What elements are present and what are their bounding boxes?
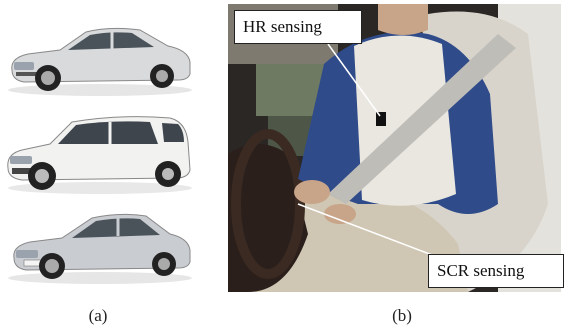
car-suv-middle: [7, 116, 192, 194]
caption-a: (a): [88, 306, 108, 325]
car-sedan-bottom: [8, 213, 192, 284]
hr-sensing-label: HR sensing: [234, 10, 362, 44]
callout-lines: [297, 43, 441, 259]
panel-a: [0, 0, 220, 300]
driver-photo: [228, 4, 561, 292]
scr-sensing-label: SCR sensing: [428, 254, 564, 288]
caption-b: (b): [392, 306, 412, 325]
car-sedan-top: [8, 27, 192, 96]
panel-b-photo: [228, 4, 561, 292]
